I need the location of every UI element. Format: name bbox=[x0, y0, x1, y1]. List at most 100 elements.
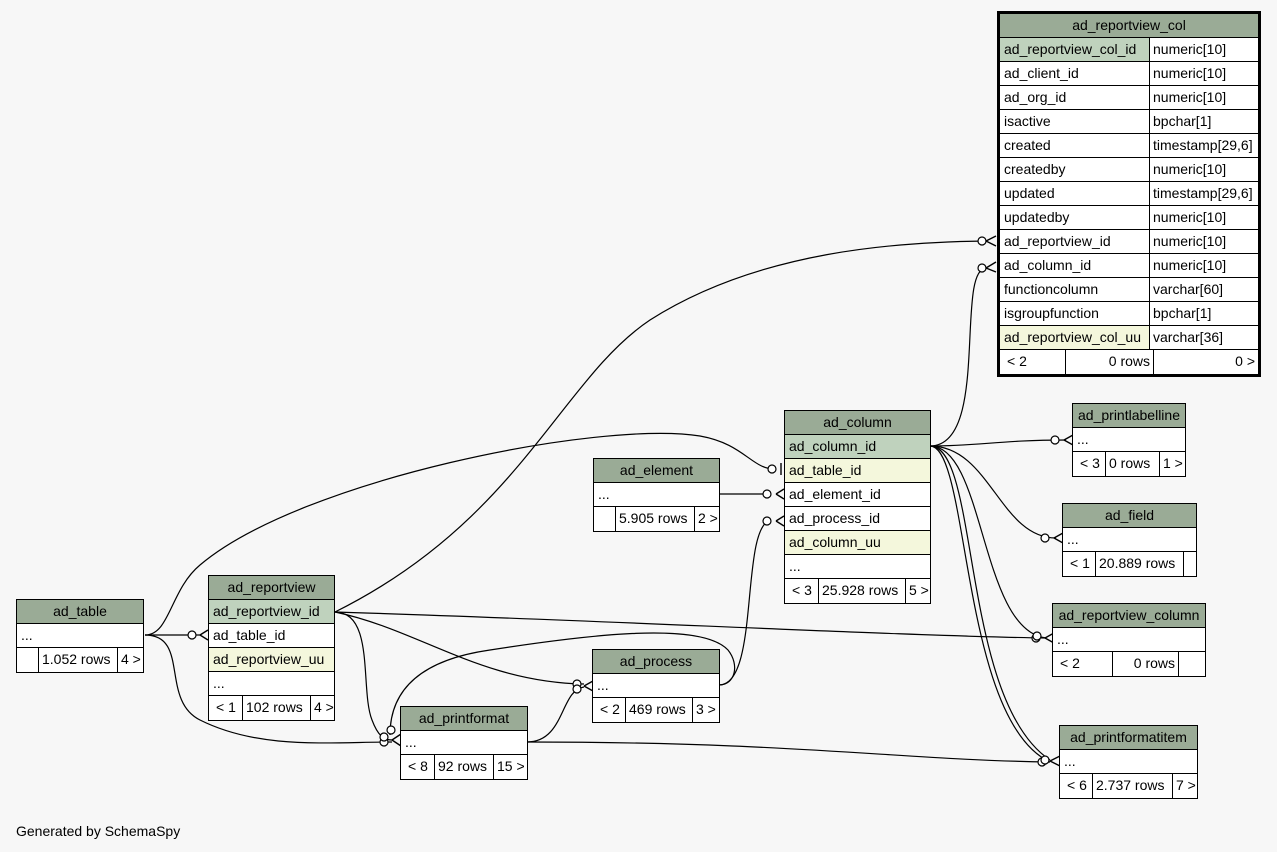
column-row: ... bbox=[785, 555, 930, 579]
table-footer: < 2 0 rows 0 > bbox=[1000, 350, 1258, 374]
column-name: isgroupfunction bbox=[1000, 302, 1150, 325]
column-row: ... bbox=[1060, 750, 1197, 774]
edge-end-circle bbox=[379, 732, 389, 742]
row-count: 20.889 rows bbox=[1096, 552, 1184, 576]
edge-printformat-table bbox=[144, 634, 393, 744]
column-row: ... bbox=[401, 731, 527, 755]
column-row: ad_column_uu bbox=[785, 531, 930, 555]
parents-link[interactable]: < 2 bbox=[1057, 652, 1113, 676]
table-title: ad_reportview_col bbox=[1000, 14, 1258, 38]
column-name: ad_column_id bbox=[1000, 254, 1150, 277]
row-count: 0 rows bbox=[1106, 452, 1160, 476]
edge-end-circle bbox=[977, 236, 987, 246]
column-name: functioncolumn bbox=[1000, 278, 1150, 301]
children-link[interactable]: 7 > bbox=[1176, 777, 1196, 793]
column-name: ad_reportview_col_uu bbox=[1000, 326, 1150, 349]
column-row: ... bbox=[17, 624, 143, 648]
edge-end-circle bbox=[1050, 435, 1060, 445]
column-type: numeric[10] bbox=[1153, 161, 1227, 177]
table-title: ad_reportview_column bbox=[1053, 604, 1205, 628]
edge-reportview-col-reportview bbox=[334, 240, 987, 613]
edge-end-circle bbox=[977, 263, 987, 273]
column-type: numeric[10] bbox=[1150, 38, 1258, 61]
table-title: ad_printformatitem bbox=[1060, 726, 1197, 750]
table-footer: < 1 20.889 rows bbox=[1063, 552, 1196, 576]
parents-link[interactable]: < 6 bbox=[1064, 774, 1093, 798]
table-footer: < 2 0 rows bbox=[1053, 652, 1205, 676]
edge-printformat-printformatitem bbox=[526, 741, 1051, 763]
table-ad-table[interactable]: ad_table ... 1.052 rows 4 > bbox=[16, 599, 144, 673]
edge-column-reportviewcolumn bbox=[929, 445, 1047, 639]
column-type: numeric[10] bbox=[1153, 89, 1227, 105]
column-name: ad_reportview_col_id bbox=[1000, 38, 1150, 61]
edge-end-circle bbox=[762, 489, 772, 499]
parents-link[interactable]: < 2 bbox=[1004, 350, 1066, 374]
parents-link[interactable]: < 3 bbox=[1077, 452, 1106, 476]
edge-printformat-reportview bbox=[334, 611, 393, 741]
table-ad-element[interactable]: ad_element ... 5.905 rows 2 > bbox=[593, 458, 720, 532]
parents-link[interactable] bbox=[598, 507, 616, 531]
generated-by-label: Generated by SchemaSpy bbox=[16, 823, 181, 839]
column-type: numeric[10] bbox=[1153, 257, 1227, 273]
column-row: ... bbox=[1073, 428, 1185, 452]
row-count: 1.052 rows bbox=[39, 648, 118, 672]
column-type: bpchar[1] bbox=[1153, 305, 1212, 321]
column-row: ... bbox=[1063, 528, 1196, 552]
table-title: ad_element bbox=[594, 459, 719, 483]
column-row: ad_table_id bbox=[785, 459, 930, 483]
row-count: 5.905 rows bbox=[616, 507, 695, 531]
children-link[interactable]: 3 > bbox=[696, 701, 716, 717]
edge-column-printformatitem-a bbox=[929, 445, 1051, 761]
table-ad-process[interactable]: ad_process ... < 2 469 rows 3 > bbox=[592, 649, 720, 723]
column-name: ad_client_id bbox=[1000, 62, 1150, 85]
parents-link[interactable]: < 1 bbox=[1067, 552, 1096, 576]
parents-link[interactable]: < 2 bbox=[597, 698, 626, 722]
children-link[interactable] bbox=[1179, 652, 1205, 676]
table-ad-printformatitem[interactable]: ad_printformatitem ... < 6 2.737 rows 7 … bbox=[1059, 725, 1198, 799]
edge-printformat-process bbox=[526, 686, 585, 743]
row-count: 2.737 rows bbox=[1093, 774, 1173, 798]
children-link[interactable]: 4 > bbox=[314, 699, 334, 715]
table-footer: < 1 102 rows 4 > bbox=[209, 696, 334, 720]
parents-link[interactable]: < 8 bbox=[405, 755, 435, 779]
crowfoot-icon bbox=[985, 261, 997, 273]
table-ad-column[interactable]: ad_column ad_column_id ad_table_id ad_el… bbox=[784, 410, 931, 604]
column-row: ad_reportview_id bbox=[209, 600, 334, 624]
table-ad-field[interactable]: ad_field ... < 1 20.889 rows bbox=[1062, 503, 1197, 577]
children-link[interactable]: 2 > bbox=[698, 510, 718, 526]
crowfoot-icon bbox=[391, 733, 402, 747]
table-ad-reportview[interactable]: ad_reportview ad_reportview_id ad_table_… bbox=[208, 575, 335, 721]
table-ad-reportview-column[interactable]: ad_reportview_column ... < 2 0 rows bbox=[1052, 603, 1206, 677]
parents-link[interactable]: < 1 bbox=[213, 696, 243, 720]
column-name: updated bbox=[1000, 182, 1150, 205]
column-row: ... bbox=[1053, 628, 1205, 652]
edge-end-circle bbox=[1032, 631, 1042, 641]
edge-end-circle bbox=[187, 630, 197, 640]
parents-link[interactable] bbox=[21, 648, 39, 672]
column-name: updatedby bbox=[1000, 206, 1150, 229]
row-count: 0 rows bbox=[1113, 652, 1179, 676]
children-link[interactable]: 15 > bbox=[497, 758, 525, 774]
edge-column-field bbox=[929, 445, 1057, 539]
parents-link[interactable]: < 3 bbox=[789, 579, 819, 603]
table-title: ad_printformat bbox=[401, 707, 527, 731]
children-link[interactable]: 4 > bbox=[121, 651, 141, 667]
table-ad-printlabelline[interactable]: ad_printlabelline ... < 3 0 rows 1 > bbox=[1072, 403, 1186, 477]
edge-end-circle bbox=[767, 464, 777, 474]
table-title: ad_reportview bbox=[209, 576, 334, 600]
children-link[interactable]: 0 > bbox=[1235, 353, 1255, 369]
children-link[interactable]: 5 > bbox=[909, 582, 929, 598]
children-link[interactable]: 1 > bbox=[1163, 455, 1183, 471]
table-ad-printformat[interactable]: ad_printformat ... < 8 92 rows 15 > bbox=[400, 706, 528, 780]
children-link[interactable] bbox=[1184, 552, 1196, 576]
